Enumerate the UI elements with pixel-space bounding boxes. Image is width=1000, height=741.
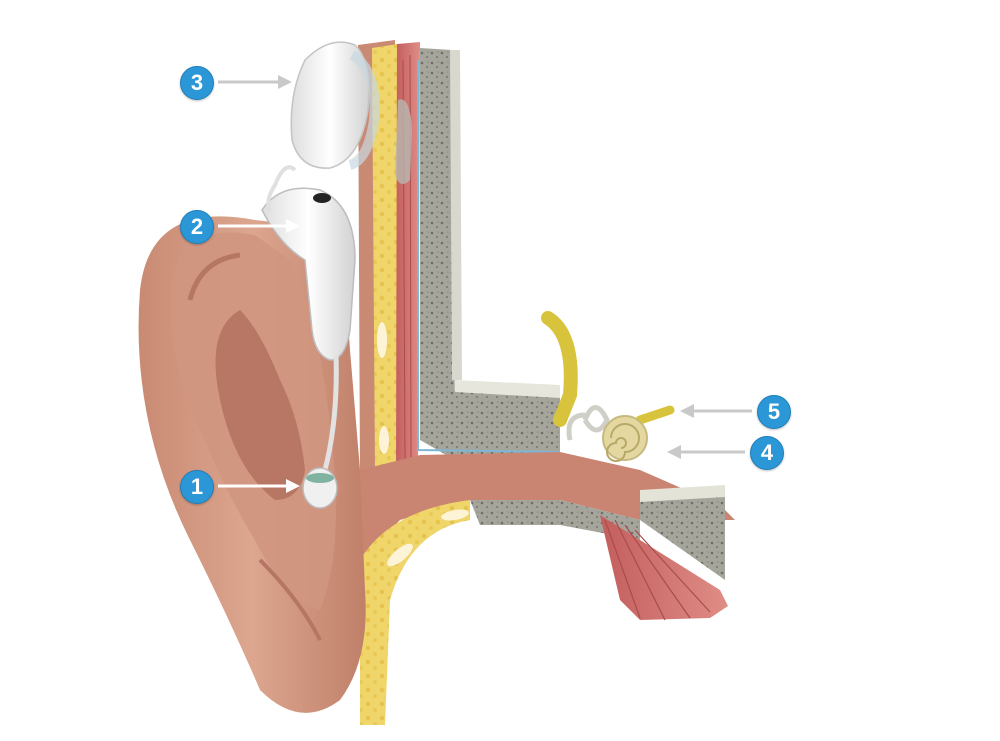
callout-4: 4 <box>750 436 784 470</box>
callout-2: 2 <box>180 210 214 244</box>
callout-badge-4: 4 <box>750 436 784 470</box>
callout-badge-2: 2 <box>180 210 214 244</box>
callout-badge-5: 5 <box>757 395 791 429</box>
callout-5: 5 <box>757 395 791 429</box>
earpiece-icon <box>303 468 337 508</box>
cochlea-icon <box>603 416 647 461</box>
callout-3: 3 <box>180 66 214 100</box>
callout-badge-3: 3 <box>180 66 214 100</box>
callout-1: 1 <box>180 470 214 504</box>
callout-badge-1: 1 <box>180 470 214 504</box>
transmitter-coil-icon <box>291 42 374 168</box>
